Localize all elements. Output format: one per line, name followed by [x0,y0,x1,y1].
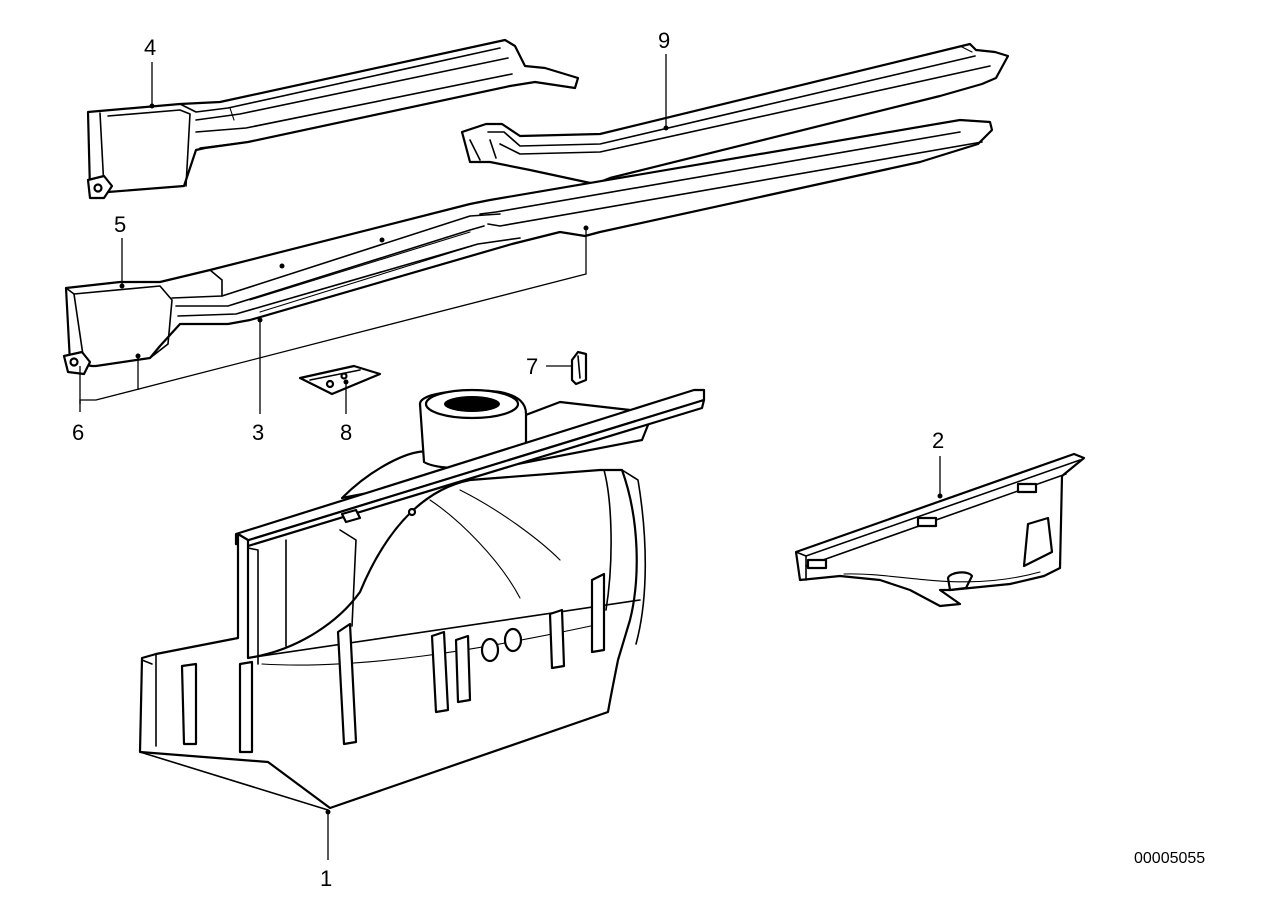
part-4-longitudinal-member-front [86,38,580,200]
part-5-longitudinal-member-rear [62,118,994,376]
callout-2: 2 [932,428,944,453]
callout-4: 4 [144,35,156,60]
callout-1: 1 [320,866,332,891]
part-8-bracket [298,364,382,396]
part-9-side-member-rear-inner [460,42,1010,186]
callout-5: 5 [114,212,126,237]
callout-6: 6 [72,420,84,445]
callout-8: 8 [340,420,352,445]
callout-leaders [79,54,943,860]
part-2-reinforcement-panel [794,452,1086,608]
part-7-clip [570,350,588,386]
callout-9: 9 [658,28,670,53]
part-1-wheel-house-floor [138,388,706,811]
callout-3: 3 [252,420,264,445]
diagram-reference-number: 00005055 [1134,850,1205,867]
callout-7: 7 [526,354,538,379]
